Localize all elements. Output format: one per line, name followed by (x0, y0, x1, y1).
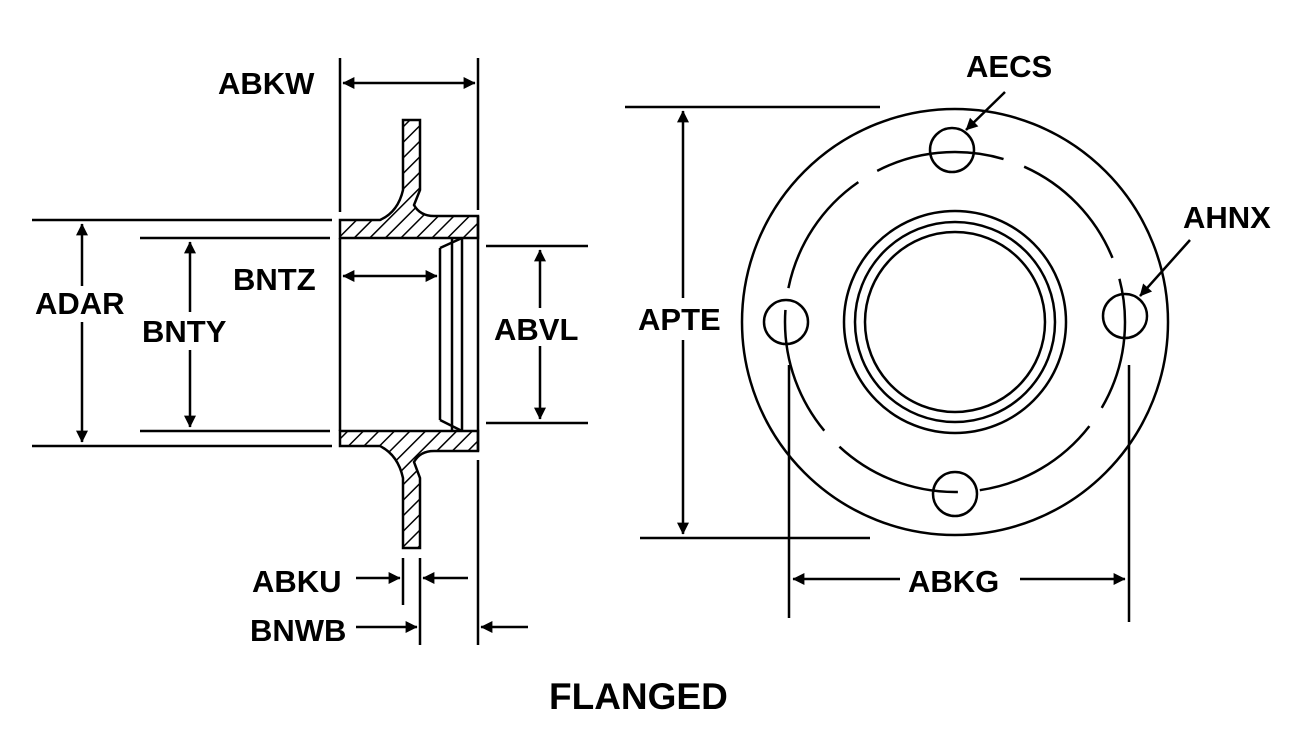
label-bnty: BNTY (142, 314, 227, 349)
ahnx-leader (1139, 239, 1191, 297)
label-abvl: ABVL (494, 312, 578, 347)
bolt-hole-right (1101, 292, 1149, 340)
hub-outer-circle (842, 209, 1068, 435)
bolt-circle-dashed (783, 150, 1127, 494)
label-ahnx: AHNX (1183, 200, 1271, 235)
label-apte: APTE (638, 302, 721, 337)
upper-wall-section (338, 118, 480, 240)
label-abkg: ABKG (908, 564, 999, 599)
bolt-hole-left (762, 298, 810, 346)
hub-mid-circle (853, 220, 1057, 424)
label-bntz: BNTZ (233, 262, 316, 297)
aecs-leader (965, 91, 1006, 131)
dimension-labels: ABKW ADAR BNTY BNTZ ABVL ABKU BNWB APTE … (35, 49, 1271, 717)
label-bnwb: BNWB (250, 613, 346, 648)
label-abku: ABKU (252, 564, 342, 599)
side-section-view (338, 118, 480, 550)
label-aecs: AECS (966, 49, 1052, 84)
lower-wall-section (338, 429, 480, 550)
label-adar: ADAR (35, 286, 125, 321)
outer-flange-circle (740, 107, 1170, 537)
side-extension-lines (32, 58, 588, 645)
front-dimension-lines (625, 91, 1191, 622)
bore-circle (863, 230, 1047, 414)
figure-caption: FLANGED (549, 676, 728, 717)
bolt-hole-top (928, 126, 976, 174)
side-dimension-arrows (76, 77, 546, 633)
front-view (740, 107, 1170, 537)
label-abkw: ABKW (218, 66, 315, 101)
bolt-hole-bottom (931, 470, 979, 518)
